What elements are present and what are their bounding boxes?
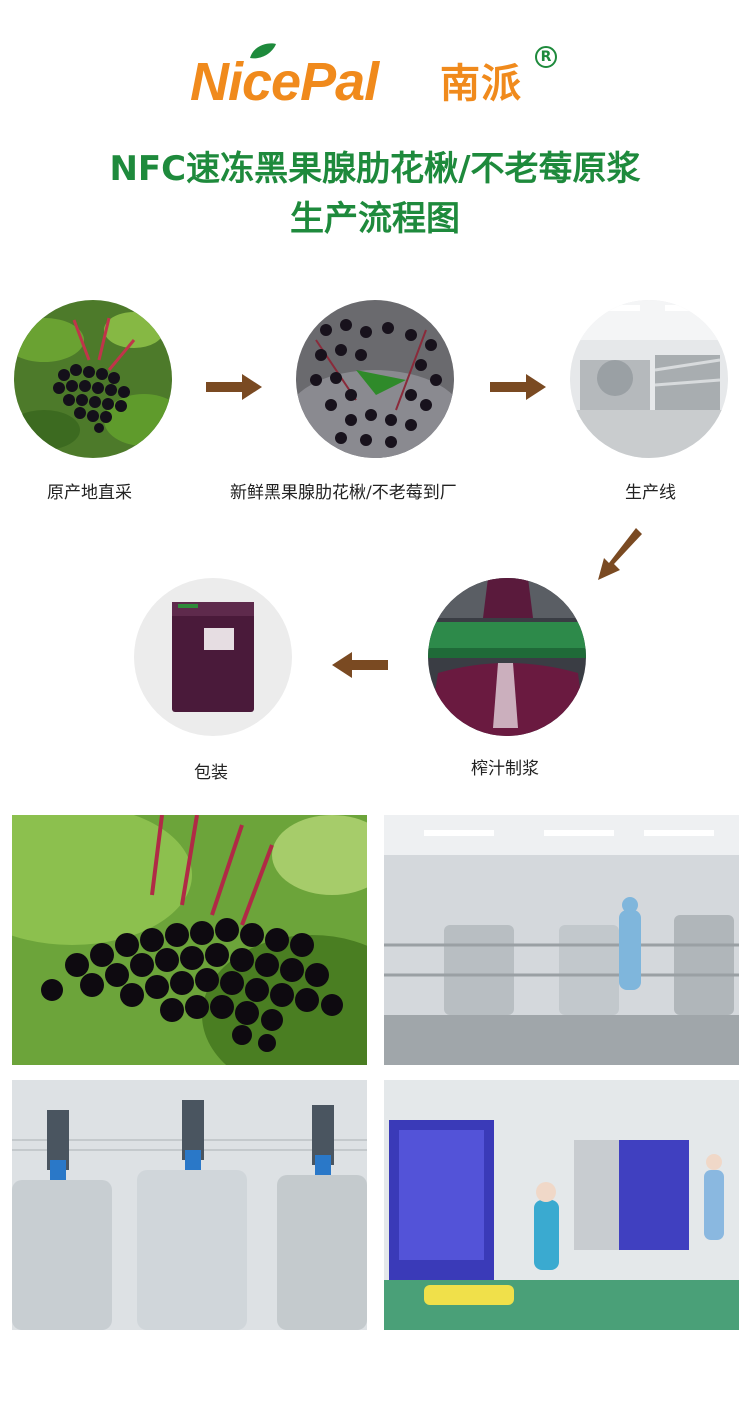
photo-mixing-tanks [12,1080,367,1330]
arrow-left-icon [332,652,388,678]
photo-packing-machines [384,1080,739,1330]
step-origin-label: 原产地直采 [47,483,132,503]
step-fresh-label: 新鲜黑果腺肋花楸/不老莓到厂 [230,483,457,503]
page-title: NFC速冻黑果腺肋花楸/不老莓原浆 [109,149,641,189]
step-juicing-label: 榨汁制浆 [471,759,539,779]
page-subtitle: 生产流程图 [290,199,460,239]
arrow-right-icon [490,374,546,400]
photo-berries [12,815,367,1065]
brand-logo: NicePal 南派 R [190,43,560,118]
berry-cluster-photo-icon [14,300,172,458]
step-package-label: 包装 [194,763,228,783]
arrow-right-icon [206,374,262,400]
fresh-berries-photo-icon [296,300,454,458]
tank-room-photo-icon [384,815,739,1065]
logo-latin: NicePal [190,52,379,112]
step-fresh-image [296,300,454,458]
logo-chinese: 南派 [440,61,522,107]
step-juicing-image [428,578,586,736]
arrow-down-left-icon [598,528,642,580]
step-production-label: 生产线 [625,483,676,503]
package-photo-icon [134,578,292,736]
step-package-image [134,578,292,736]
step-origin-image [14,300,172,458]
photo-tank-room [384,815,739,1065]
berries-photo-icon [12,815,367,1065]
juicing-photo-icon [428,578,586,736]
step-production-image [570,300,728,458]
packing-machines-photo-icon [384,1080,739,1330]
registered-mark: R [535,46,557,68]
production-line-photo-icon [570,300,728,458]
leaf-icon [250,43,276,59]
mixing-tanks-photo-icon [12,1080,367,1330]
